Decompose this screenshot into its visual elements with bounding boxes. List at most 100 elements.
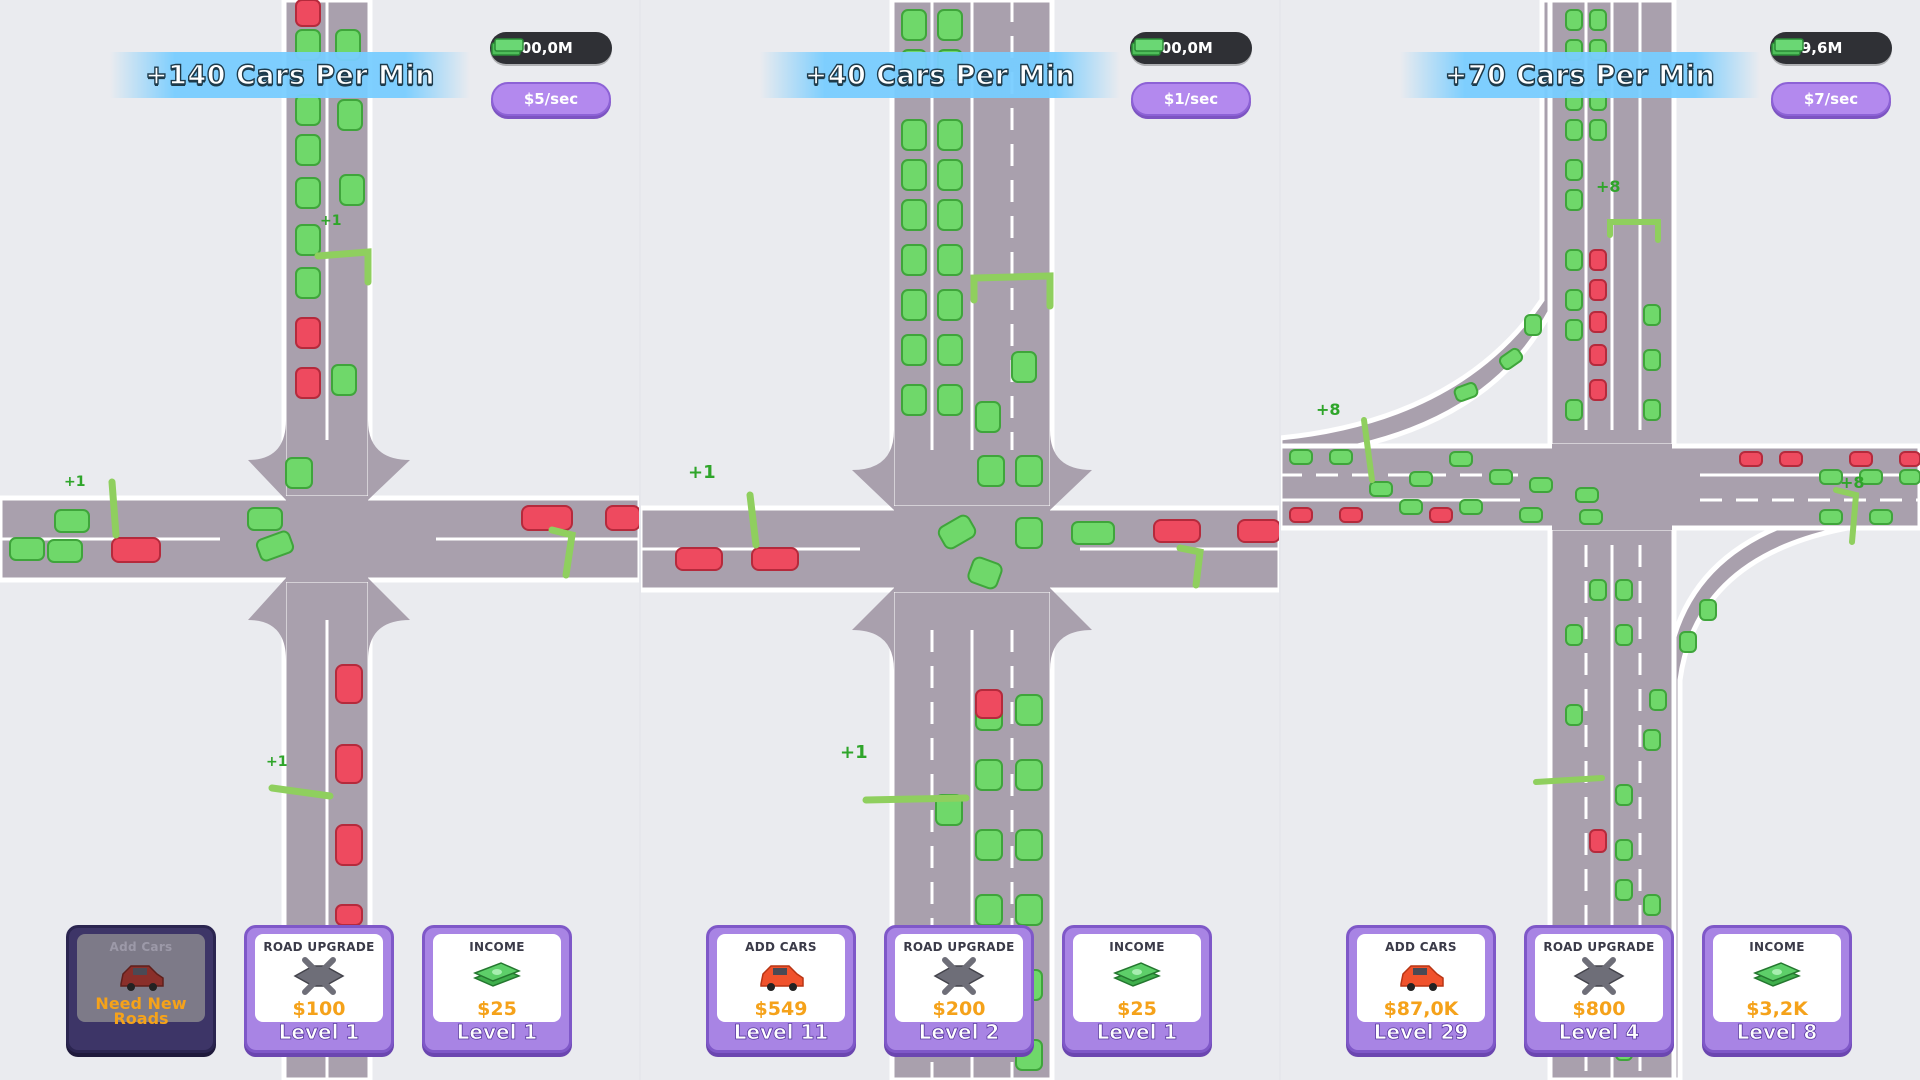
income-card[interactable]: INCOME $25 Level 1 — [1062, 925, 1212, 1053]
card-title: INCOME — [1749, 940, 1805, 954]
panel-divider — [1279, 0, 1281, 1080]
card-price: $549 — [754, 998, 808, 1020]
card-inner: INCOME $25 — [433, 934, 561, 1022]
card-inner: INCOME $25 — [1073, 934, 1201, 1022]
card-level: Level 11 — [733, 1020, 829, 1045]
road-upgrade-card[interactable]: ROAD UPGRADE $800 Level 4 — [1524, 925, 1674, 1053]
green-cars — [901, 9, 1115, 1071]
card-inner: ADD CARS $549 — [717, 934, 845, 1022]
green-cars — [1289, 9, 1920, 1061]
card-inner: INCOME $3,2K — [1713, 934, 1841, 1022]
cash-icon — [1131, 38, 1164, 56]
road-upgrade-card[interactable]: ROAD UPGRADE $200 Level 2 — [884, 925, 1034, 1053]
cash-icon — [1771, 38, 1804, 56]
panel-2: +1 +1 +40 Cars Per Min $100,0M $1/sec AD… — [640, 0, 1280, 1080]
car-icon — [760, 965, 804, 991]
money-counter: $100,0M — [1130, 32, 1252, 64]
card-inner: ROAD UPGRADE $100 — [255, 934, 383, 1022]
income-rate-text: $5/sec — [523, 90, 579, 108]
card-price: $200 — [932, 998, 986, 1020]
car-icon — [120, 965, 164, 991]
cash-stack-icon — [1753, 962, 1801, 987]
card-inner: ROAD UPGRADE $200 — [895, 934, 1023, 1022]
need-new-roads-text: Need New Roads — [95, 994, 187, 1028]
card-price: $87,0K — [1383, 998, 1459, 1020]
corner-fillet — [248, 420, 286, 500]
card-level: Level 2 — [918, 1020, 1000, 1045]
bonus-label-3: +1 — [266, 754, 287, 770]
card-level: Level 8 — [1736, 1020, 1818, 1045]
cash-stack-icon — [473, 962, 521, 987]
card-level: Level 1 — [278, 1020, 360, 1045]
bonus-label-2: +1 — [840, 742, 868, 763]
card-title: ADD CARS — [745, 940, 817, 954]
panel-1: +1 +1 +1 +140 Cars Per Min $100,0M $5/se… — [0, 0, 640, 1080]
income-card[interactable]: INCOME $3,2K Level 8 — [1702, 925, 1852, 1053]
bonus-label-1: +8 — [1316, 400, 1341, 419]
income-rate-button[interactable]: $5/sec — [491, 82, 611, 116]
income-rate-button[interactable]: $1/sec — [1131, 82, 1251, 116]
intersection — [286, 496, 368, 582]
card-title: ROAD UPGRADE — [903, 940, 1015, 954]
bonus-label-3: +8 — [1840, 473, 1865, 492]
car-icon — [1400, 965, 1444, 991]
corner-fillet — [368, 420, 410, 500]
bonus-label-1: +1 — [64, 474, 85, 490]
income-rate-button[interactable]: $7/sec — [1771, 82, 1891, 116]
red-cars — [1289, 249, 1920, 853]
corner-fillet — [248, 578, 286, 660]
card-title: Add Cars — [109, 940, 173, 954]
cash-stack-icon — [1113, 962, 1161, 987]
road-junction-icon — [933, 957, 985, 995]
corner-fillet — [368, 578, 410, 660]
money-counter: $99,6M — [1770, 32, 1892, 64]
card-inner: ADD CARS $87,0K — [1357, 934, 1485, 1022]
card-price: $100 — [292, 998, 346, 1020]
card-title: ROAD UPGRADE — [263, 940, 375, 954]
card-inner: ROAD UPGRADE $800 — [1535, 934, 1663, 1022]
card-level: Level 29 — [1373, 1020, 1469, 1045]
road-map-2: +1 +1 — [640, 0, 1280, 1080]
toll-gates — [746, 272, 1204, 804]
red-cars — [675, 519, 1280, 719]
bonus-label-2: +8 — [1596, 177, 1621, 196]
bonus-label-1: +1 — [688, 462, 716, 483]
add-cars-card-locked[interactable]: Add Cars Need New Roads — [66, 925, 216, 1053]
card-level: Level 1 — [1096, 1020, 1178, 1045]
card-price: $800 — [1572, 998, 1626, 1020]
road-map-3: +8 +8 +8 — [1280, 0, 1920, 1080]
card-level: Level 1 — [456, 1020, 538, 1045]
card-price: $25 — [1117, 998, 1157, 1020]
road-junction-icon — [1573, 957, 1625, 995]
card-price: $25 — [477, 998, 517, 1020]
card-title: INCOME — [469, 940, 525, 954]
road-junction-icon — [293, 957, 345, 995]
panel-3: +8 +8 +8 +70 Cars Per Min $99,6M $7/sec … — [1280, 0, 1920, 1080]
cars-per-min-text: +140 Cars Per Min — [144, 59, 435, 91]
cars-per-min-text: +40 Cars Per Min — [804, 59, 1076, 91]
card-title: ROAD UPGRADE — [1543, 940, 1655, 954]
toll-gates — [108, 248, 576, 800]
cars-per-min-banner: +40 Cars Per Min — [760, 52, 1120, 98]
panel-divider — [639, 0, 641, 1080]
bonus-label-2: +1 — [320, 213, 341, 229]
card-title: ADD CARS — [1385, 940, 1457, 954]
cars-per-min-text: +70 Cars Per Min — [1444, 59, 1716, 91]
card-price: $3,2K — [1746, 998, 1808, 1020]
red-cars — [111, 0, 640, 926]
card-level: Level 4 — [1558, 1020, 1640, 1045]
add-cars-card[interactable]: ADD CARS $87,0K Level 29 — [1346, 925, 1496, 1053]
card-inner: Add Cars Need New Roads — [77, 934, 205, 1027]
cars-per-min-banner: +140 Cars Per Min — [110, 52, 470, 98]
road-upgrade-card[interactable]: ROAD UPGRADE $100 Level 1 — [244, 925, 394, 1053]
card-title: INCOME — [1109, 940, 1165, 954]
bonus-labels: +8 +8 +8 — [1316, 177, 1865, 492]
bonus-labels: +1 +1 — [688, 462, 868, 763]
income-rate-text: $1/sec — [1163, 90, 1219, 108]
money-counter: $100,0M — [490, 32, 612, 64]
add-cars-card[interactable]: ADD CARS $549 Level 11 — [706, 925, 856, 1053]
cash-icon — [491, 38, 524, 56]
cars-per-min-banner: +70 Cars Per Min — [1400, 52, 1760, 98]
income-card[interactable]: INCOME $25 Level 1 — [422, 925, 572, 1053]
